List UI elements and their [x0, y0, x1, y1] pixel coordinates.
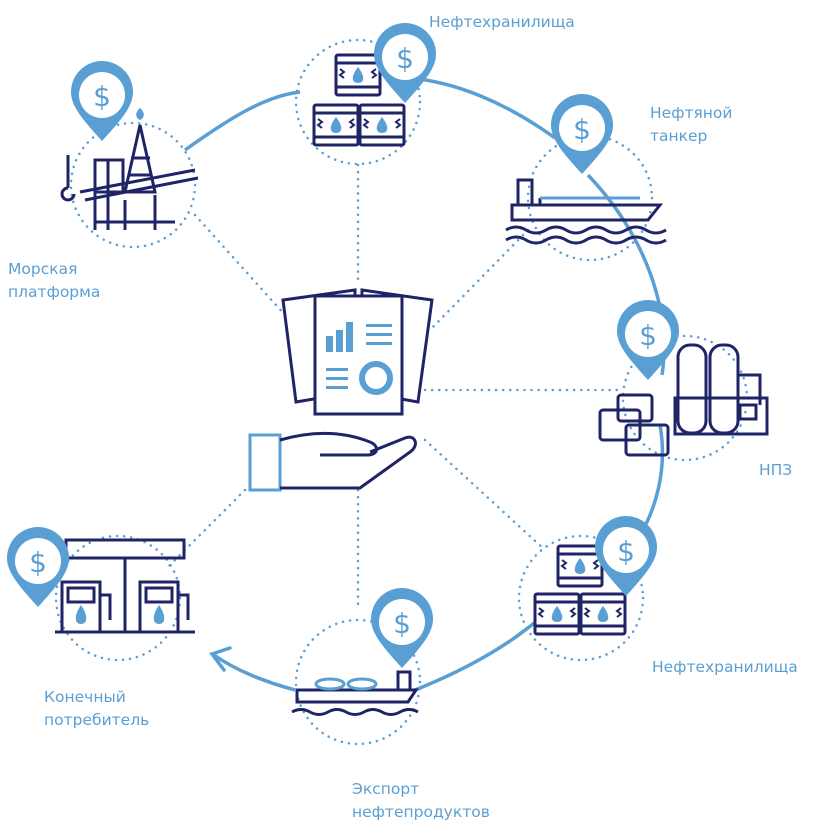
dollar-pin-icon: $	[7, 527, 69, 607]
label-line: Нефтяной	[650, 104, 733, 122]
dollar-pin-icon: $	[371, 588, 433, 668]
label-line: платформа	[8, 283, 101, 301]
documents-in-hand-icon	[248, 288, 434, 492]
label-line: танкер	[650, 127, 708, 145]
label-oil-tanker: Нефтяной танкер	[650, 102, 733, 148]
dollar-sign: $	[617, 535, 635, 568]
label-end-consumer: Конечный потребитель	[44, 686, 149, 732]
report-donut-icon	[359, 361, 393, 395]
dollar-sign: $	[639, 319, 657, 352]
report-chart-icon	[326, 322, 392, 389]
label-line: Морская	[8, 260, 78, 278]
dollar-sign: $	[396, 42, 414, 75]
dollar-sign: $	[393, 607, 411, 640]
fuel-station-icon	[55, 538, 195, 634]
refinery-icon	[598, 343, 769, 457]
label-line: Конечный	[44, 688, 126, 706]
dotted-connectors	[163, 163, 622, 612]
label-sea-platform: Морская платформа	[8, 258, 100, 304]
dollar-sign: $	[93, 80, 111, 113]
dollar-pin-icon: $	[71, 61, 133, 141]
label-line: потребитель	[44, 711, 150, 729]
label-line: Экспорт	[352, 780, 420, 798]
label-line: Нефтехранилища	[429, 13, 575, 31]
dollar-sign: $	[29, 546, 47, 579]
label-line: НПЗ	[759, 461, 793, 479]
oil-tanker-icon	[505, 178, 667, 245]
label-line: Нефтехранилища	[652, 658, 798, 676]
dollar-pin-icon: $	[617, 300, 679, 380]
label-refinery: НПЗ	[759, 459, 792, 482]
dollar-pin-icon: $	[551, 94, 613, 174]
label-export-products: Экспорт нефтепродуктов	[352, 778, 490, 824]
product-tanker-icon	[291, 670, 419, 716]
offshore-platform-icon	[60, 124, 199, 230]
label-oil-storage-bottom: Нефтехранилища	[652, 656, 798, 679]
label-line: нефтепродуктов	[352, 803, 490, 821]
dollar-pin-icon: $	[374, 23, 436, 103]
dollar-sign: $	[573, 113, 591, 146]
label-oil-storage-top: Нефтехранилища	[429, 11, 575, 34]
dollar-pin-icon: $	[595, 516, 657, 596]
